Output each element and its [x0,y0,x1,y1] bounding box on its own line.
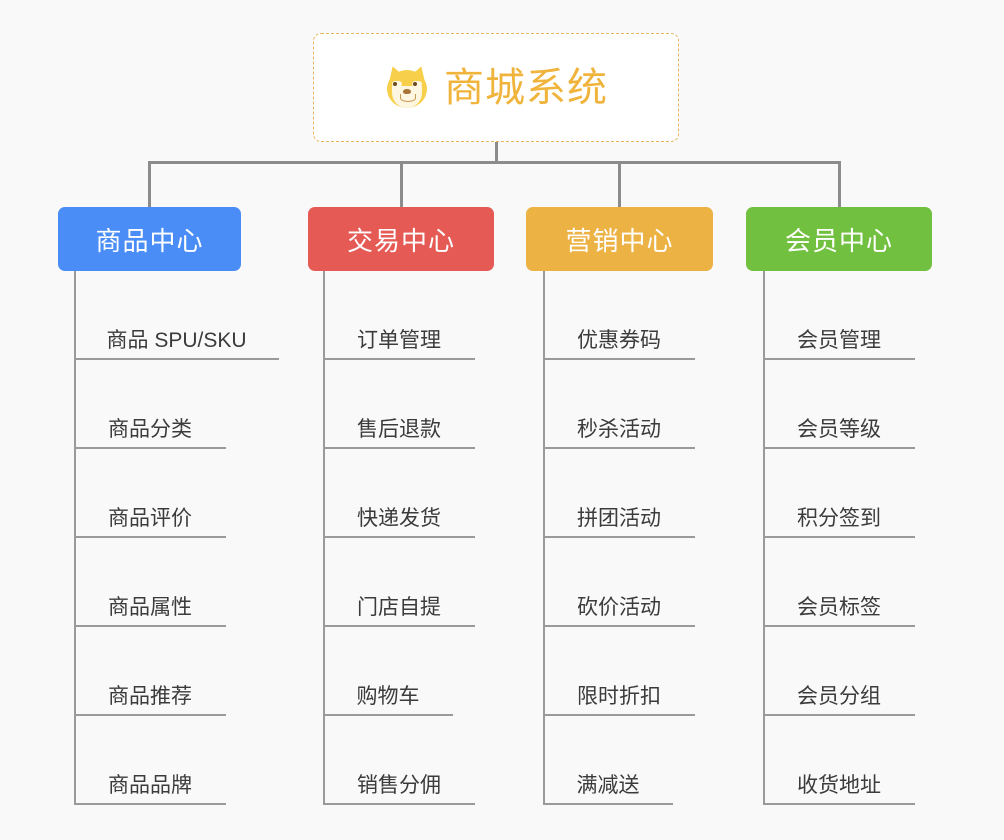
leaf-item[interactable]: 限时折扣 [543,627,695,716]
category-box-3[interactable]: 营销中心 [526,207,713,271]
leaf-item-label: 购物车 [356,685,420,708]
branch-drop-line-1 [148,161,151,207]
leaf-item-underline [763,714,915,716]
leaf-item-label: 门店自提 [357,596,441,619]
leaf-item-label: 积分签到 [797,507,881,530]
category-label: 交易中心 [346,225,455,256]
leaf-item-label: 商品品牌 [108,774,192,797]
leaf-item-label: 收货地址 [797,774,881,797]
branch-drop-line-4 [837,161,841,207]
leaf-item-label: 优惠券码 [577,329,661,352]
category-label: 会员中心 [784,225,893,256]
leaf-item-underline [763,803,915,805]
leaf-item-underline [543,536,695,538]
leaf-item[interactable]: 满减送 [543,716,673,805]
leaf-item[interactable]: 售后退款 [323,360,475,449]
leaf-item-label: 快递发货 [357,507,441,530]
leaf-item-underline [543,358,695,360]
leaf-item[interactable]: 拼团活动 [543,449,695,538]
leaf-item[interactable]: 商品评价 [74,449,226,538]
leaf-item-underline [323,536,475,538]
horizontal-bus-line [148,161,841,164]
leaf-item-label: 会员管理 [797,329,881,352]
leaf-item[interactable]: 砍价活动 [543,538,695,627]
leaf-item[interactable]: 会员管理 [763,271,915,360]
leaf-item-underline [543,714,695,716]
leaf-item-underline [74,536,226,538]
leaf-item[interactable]: 订单管理 [323,271,475,360]
leaf-item-underline [74,625,226,627]
leaf-item[interactable]: 会员分组 [763,627,915,716]
leaf-item-label: 秒杀活动 [577,418,661,441]
leaf-item[interactable]: 会员等级 [763,360,915,449]
leaf-item-label: 商品推荐 [108,685,192,708]
category-box-2[interactable]: 交易中心 [308,207,494,271]
leaf-item-label: 限时折扣 [577,685,661,708]
category-box-4[interactable]: 会员中心 [746,207,932,271]
category-label: 营销中心 [565,225,674,256]
leaf-item[interactable]: 收货地址 [763,716,915,805]
leaf-item-label: 拼团活动 [577,507,661,530]
leaf-item-underline [763,536,915,538]
leaf-spine-line [323,271,325,805]
leaf-spine-line [763,271,765,805]
leaf-item[interactable]: 优惠券码 [543,271,695,360]
leaf-item[interactable]: 销售分佣 [323,716,475,805]
leaf-item-label: 商品评价 [108,507,192,530]
leaf-item-underline [543,803,673,805]
leaf-item-underline [763,625,915,627]
leaf-item-label: 订单管理 [357,329,441,352]
leaf-spine-line [543,271,545,805]
leaf-item-underline [543,625,695,627]
leaf-item[interactable]: 商品分类 [74,360,226,449]
leaf-item-label: 售后退款 [357,418,441,441]
root-stem-line [494,142,498,164]
leaf-item[interactable]: 商品品牌 [74,716,226,805]
leaf-item[interactable]: 积分签到 [763,449,915,538]
leaf-item[interactable]: 商品推荐 [74,627,226,716]
branch-drop-line-2 [399,161,403,207]
leaf-item-label: 会员等级 [797,418,881,441]
leaf-spine-line [74,271,76,805]
leaf-item-underline [323,447,475,449]
leaf-item-underline [323,803,475,805]
leaf-item[interactable]: 秒杀活动 [543,360,695,449]
root-title: 商城系统 [444,65,608,110]
leaf-item-label: 商品分类 [108,418,192,441]
leaf-item-label: 会员标签 [797,596,881,619]
leaf-item[interactable]: 商品属性 [74,538,226,627]
leaf-item-underline [74,358,279,360]
leaf-item-underline [323,714,453,716]
leaf-item[interactable]: 会员标签 [763,538,915,627]
root-node-商城系统[interactable]: 商城系统 [313,33,679,142]
leaf-item-label: 商品 SPU/SKU [106,329,247,352]
leaf-item-underline [763,358,915,360]
leaf-item-label: 会员分组 [797,685,881,708]
leaf-item-underline [323,358,475,360]
leaf-item[interactable]: 快递发货 [323,449,475,538]
leaf-item-underline [763,447,915,449]
leaf-item[interactable]: 购物车 [323,627,453,716]
leaf-item-label: 满减送 [576,774,640,797]
branch-drop-line-3 [618,161,621,207]
category-label: 商品中心 [95,225,204,256]
leaf-item-label: 商品属性 [108,596,192,619]
leaf-item[interactable]: 商品 SPU/SKU [74,271,279,360]
leaf-item-underline [74,803,226,805]
leaf-item-underline [323,625,475,627]
leaf-item-label: 砍价活动 [577,596,661,619]
shiba-dog-face-icon [384,63,430,111]
category-box-1[interactable]: 商品中心 [58,207,241,271]
leaf-item[interactable]: 门店自提 [323,538,475,627]
leaf-item-underline [74,714,226,716]
leaf-item-underline [74,447,226,449]
leaf-item-label: 销售分佣 [357,774,441,797]
leaf-item-underline [543,447,695,449]
